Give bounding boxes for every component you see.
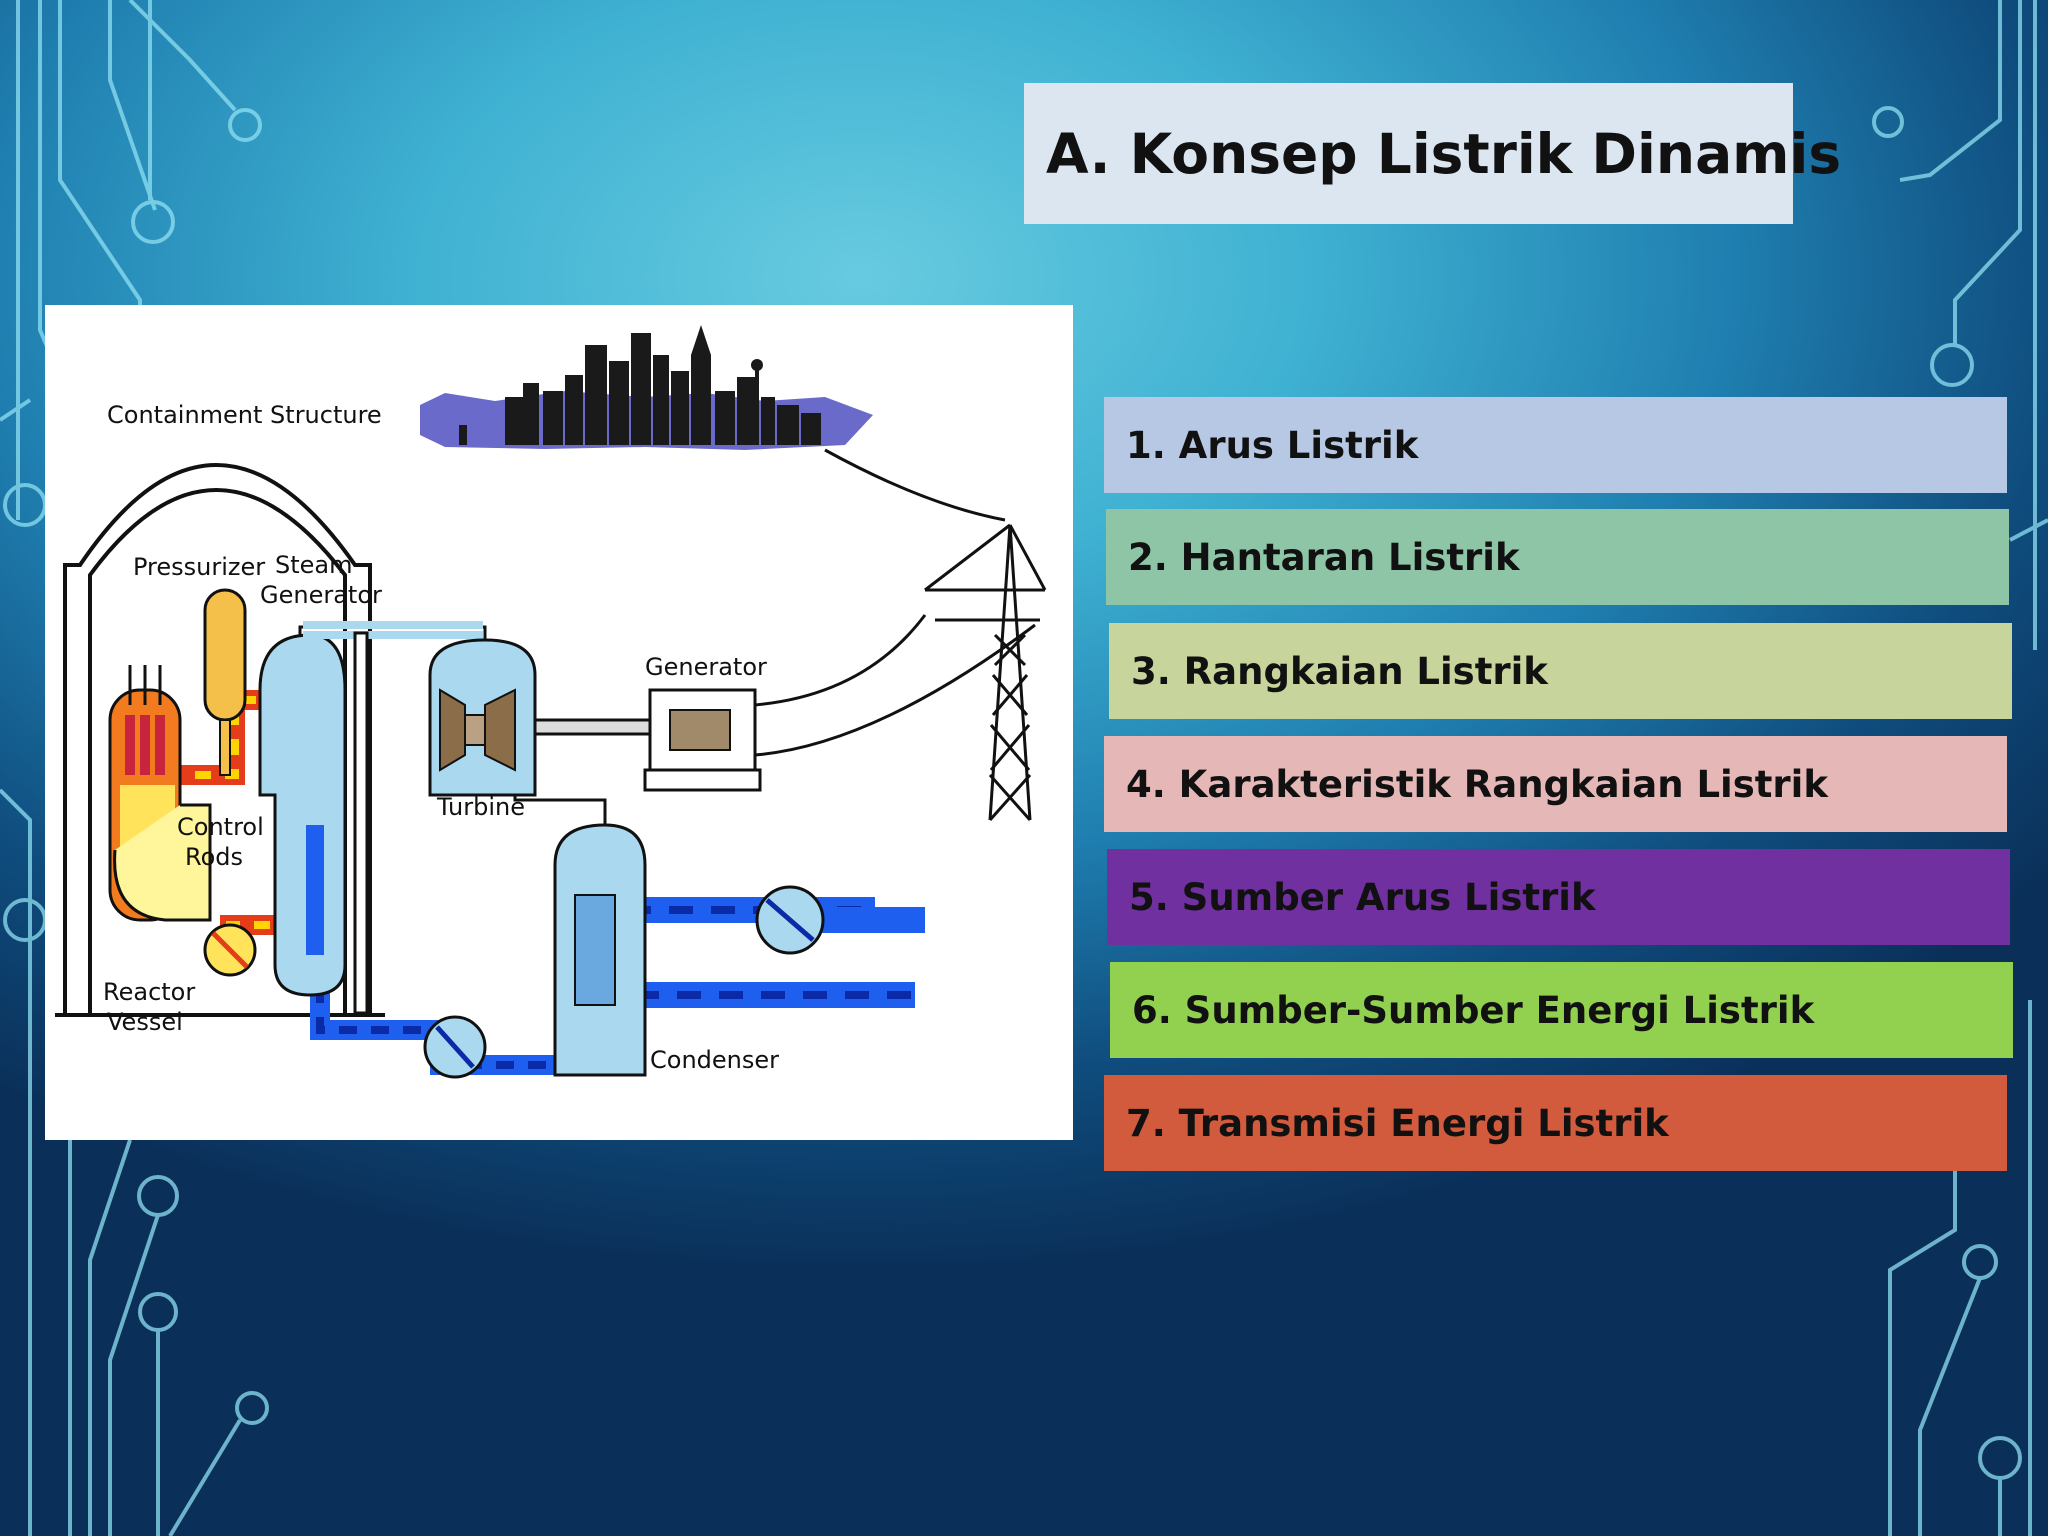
label-pressurizer: Pressurizer [133,553,265,581]
label-containment-structure: Containment Structure [107,401,382,429]
label-vessel: Vessel [107,1008,183,1036]
turbine [428,638,537,797]
label-generator: Generator [645,653,767,681]
label-rods: Rods [185,843,243,871]
menu-item-rangkaian-listrik[interactable]: 3. Rangkaian Listrik [1109,623,2012,719]
label-turbine: Turbine [436,793,525,821]
title-box: A. Konsep Listrik Dinamis [1024,83,1841,224]
label-steam-generator: Generator [260,581,382,609]
menu-item-label: 6. Sumber-Sumber Energi Listrik [1132,988,1815,1032]
label-steam: Steam [275,551,353,579]
label-condenser: Condenser [650,1046,779,1074]
menu-item-label: 4. Karakteristik Rangkaian Listrik [1126,762,1828,806]
diagram-svg: Containment Structure Pressurizer Steam … [55,325,1047,1079]
menu-item-transmisi-energi[interactable]: 7. Transmisi Energi Listrik [1104,1075,2007,1171]
menu-item-label: 3. Rangkaian Listrik [1131,649,1548,693]
city-skyline-icon [420,325,873,450]
menu-item-sumber-arus[interactable]: 5. Sumber Arus Listrik [1107,849,2010,945]
menu-item-label: 5. Sumber Arus Listrik [1129,875,1596,919]
menu-item-label: 7. Transmisi Energi Listrik [1126,1101,1669,1145]
label-control: Control [177,813,264,841]
menu-item-karakteristik-rangkaian[interactable]: 4. Karakteristik Rangkaian Listrik [1104,736,2007,832]
label-reactor: Reactor [103,978,195,1006]
menu-item-arus-listrik[interactable]: 1. Arus Listrik [1104,397,2007,493]
power-plant-diagram: Containment Structure Pressurizer Steam … [45,305,1073,1140]
menu-item-hantaran-listrik[interactable]: 2. Hantaran Listrik [1106,509,2009,605]
generator [643,688,762,792]
reactor-vessel [108,665,212,922]
menu-item-label: 1. Arus Listrik [1126,423,1419,467]
menu-item-label: 2. Hantaran Listrik [1128,535,1520,579]
slide-title: A. Konsep Listrik Dinamis [1046,121,1842,186]
condenser [553,823,647,1077]
pressurizer [203,588,247,776]
transmission-tower-icon [754,448,1047,821]
steam-generator [258,633,347,997]
menu-item-sumber-energi[interactable]: 6. Sumber-Sumber Energi Listrik [1110,962,2013,1058]
